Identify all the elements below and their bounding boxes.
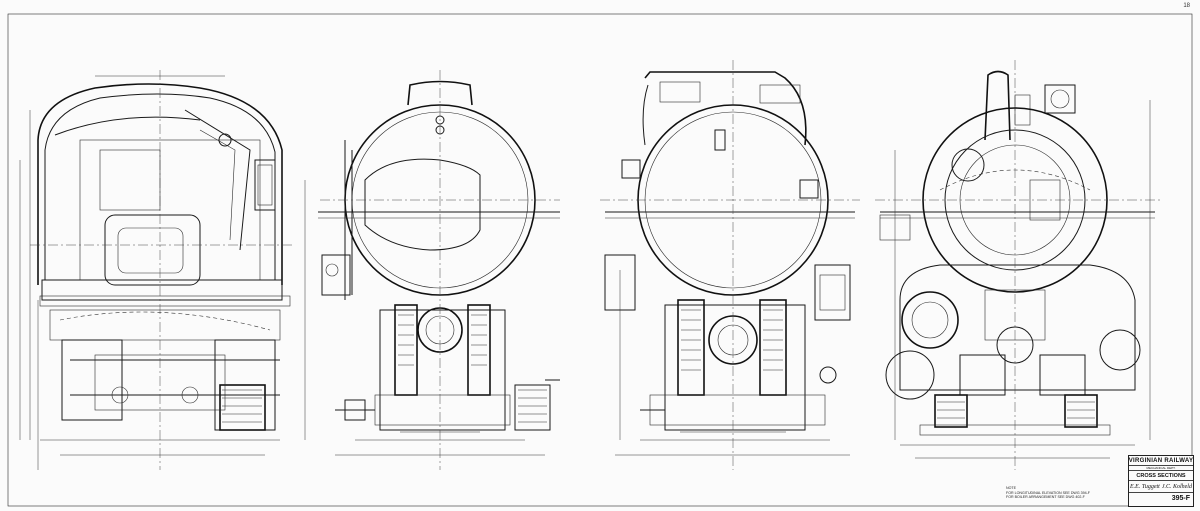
drawing-number-row: 395-F xyxy=(1129,493,1193,503)
notes-heading: NOTE xyxy=(1006,486,1016,490)
drawing-notes: NOTE FOR LONGITUDINAL ELEVATION SEE DWG … xyxy=(1006,486,1124,500)
boiler-section-view-b xyxy=(600,60,860,470)
drawing-title: CROSS SECTIONS xyxy=(1129,471,1193,481)
railway-name: VIRGINIAN RAILWAY xyxy=(1129,456,1193,466)
approved-by-signature: J.C. Kolheld xyxy=(1161,483,1192,490)
notes-line-2: FOR BOILER ARRANGEMENT SEE DWG 402-F xyxy=(1006,495,1085,500)
title-block: VIRGINIAN RAILWAY MECHANICAL DEPT. CROSS… xyxy=(1128,455,1194,507)
signature-row: E.E. Tuggett J.C. Kolheld xyxy=(1129,481,1193,493)
sheet-number: 18 xyxy=(1183,3,1190,9)
smokebox-front-view xyxy=(875,60,1160,470)
drawing-number: 395-F xyxy=(1171,494,1190,502)
notes-line-1: FOR LONGITUDINAL ELEVATION SEE DWG 394-F xyxy=(1006,490,1091,495)
sheet-border xyxy=(7,13,1193,507)
cab-end-view xyxy=(19,70,295,470)
department-name: MECHANICAL DEPT. xyxy=(1129,466,1193,471)
boiler-section-view-a xyxy=(304,70,560,470)
drawn-by-signature: E.E. Tuggett xyxy=(1129,483,1160,490)
